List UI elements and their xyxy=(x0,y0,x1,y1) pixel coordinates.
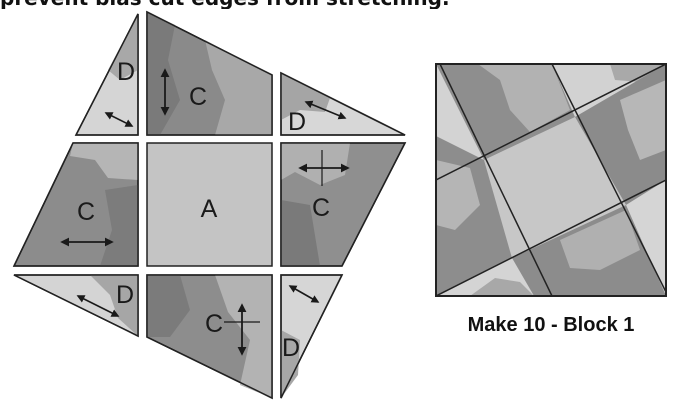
piece-c-label: C xyxy=(189,83,207,111)
piece-d-label: D xyxy=(282,334,300,362)
piece-d-bottom-right: D xyxy=(281,275,342,398)
piece-c-top: C xyxy=(147,12,272,135)
exploded-layout: A C C C xyxy=(14,12,405,398)
piece-c-label: C xyxy=(77,198,95,226)
finished-block: Make 10 - Block 1 xyxy=(436,64,666,336)
piece-a-square: A xyxy=(147,143,272,266)
piece-a-label: A xyxy=(201,195,218,223)
piece-d-label: D xyxy=(288,108,306,136)
piece-c-label: C xyxy=(312,194,330,222)
piece-c-bottom: C xyxy=(147,275,272,398)
piece-d-label: D xyxy=(116,281,134,309)
piece-d-top-left: D xyxy=(76,14,138,135)
piece-d-label: D xyxy=(117,58,135,86)
piece-d-top-right: D xyxy=(281,73,405,136)
block-caption: Make 10 - Block 1 xyxy=(468,314,635,336)
piece-c-label: C xyxy=(205,310,223,338)
piece-c-left: C xyxy=(14,143,138,266)
piece-d-bottom-left: D xyxy=(14,275,138,336)
piece-c-right: C xyxy=(281,143,405,266)
